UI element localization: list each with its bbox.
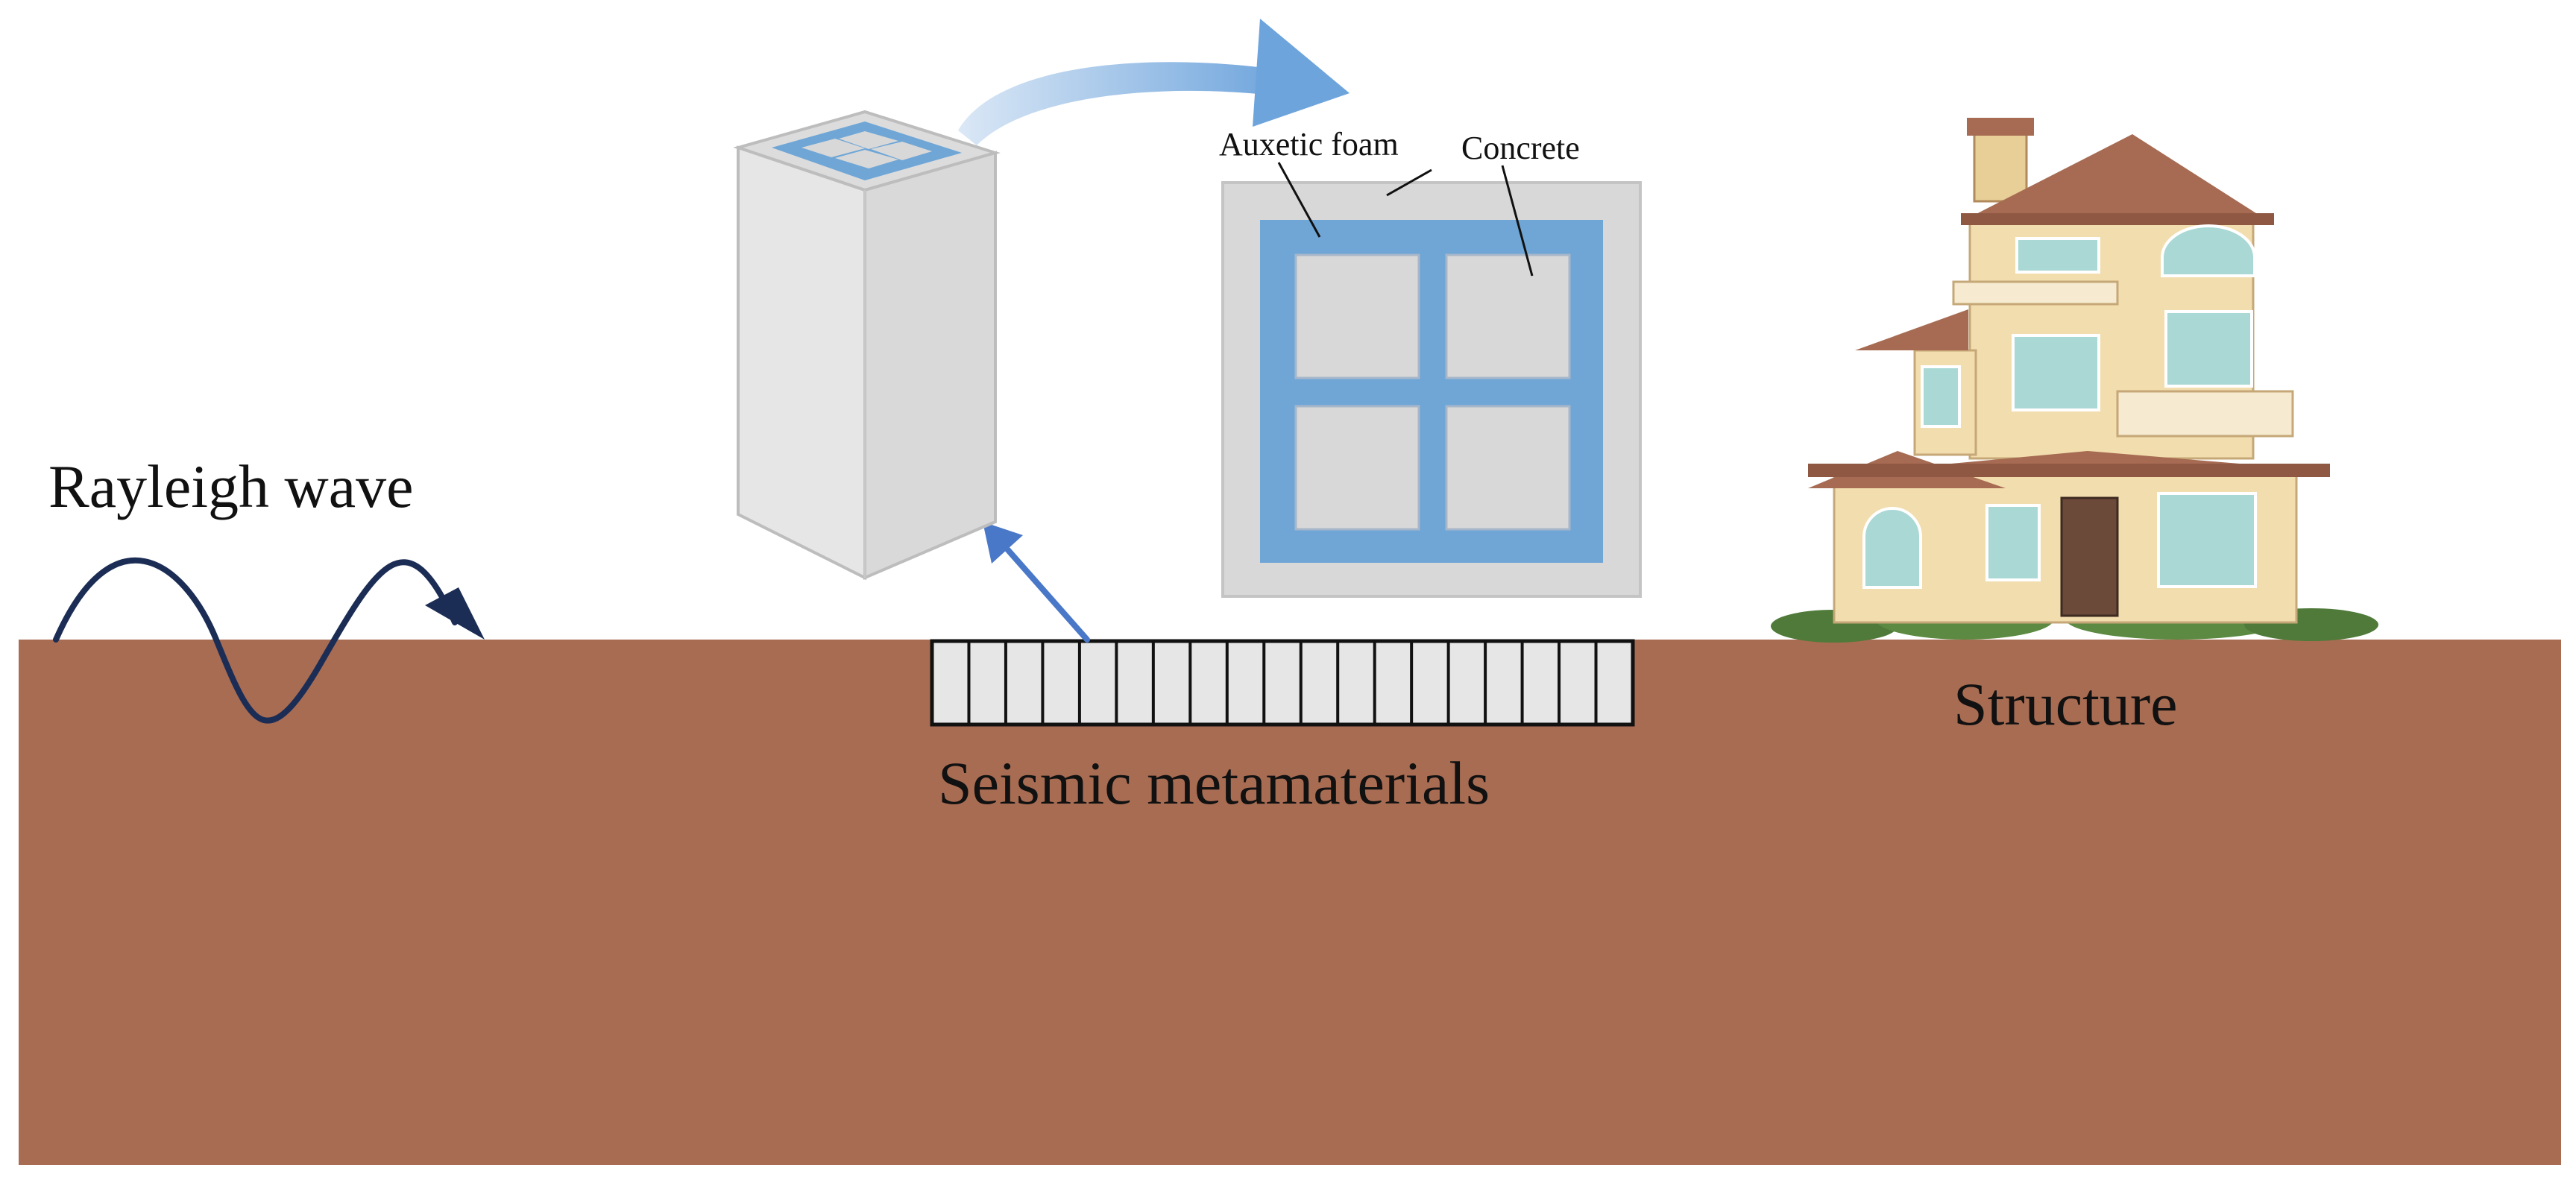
arrow-to-pillar xyxy=(983,522,1090,643)
rayleigh-wave-icon xyxy=(53,557,485,724)
structure-label: Structure xyxy=(1953,670,2178,738)
concrete-label: Concrete xyxy=(1461,130,1580,166)
auxetic-foam-label: Auxetic foam xyxy=(1219,126,1399,163)
metamaterial-pillar-icon xyxy=(733,110,1001,581)
house-icon xyxy=(1771,118,2378,643)
metamaterial-strip xyxy=(930,639,1635,727)
ground-soil xyxy=(19,640,2561,1165)
cross-section xyxy=(1221,181,1642,598)
curved-arrow xyxy=(958,19,1350,145)
leader-lines xyxy=(1277,162,1534,277)
seismic-metamaterials-label: Seismic metamaterials xyxy=(938,749,1490,817)
rayleigh-wave-label: Rayleigh wave xyxy=(48,452,414,520)
